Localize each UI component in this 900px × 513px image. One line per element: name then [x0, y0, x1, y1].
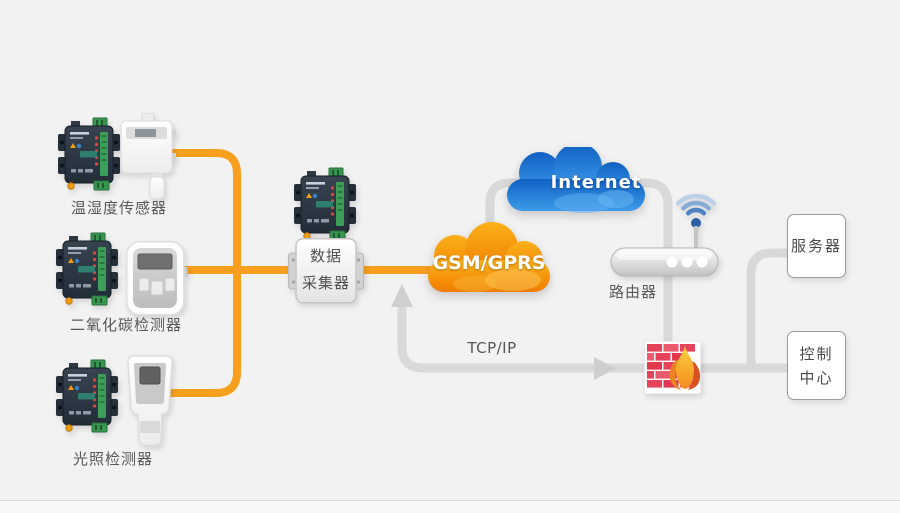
- light-detector-label: 光照检测器: [72, 450, 153, 468]
- control-center-label-line1: 控制: [799, 344, 834, 363]
- dtu-module-1: [58, 117, 120, 191]
- internet-cloud-label: Internet: [550, 172, 642, 193]
- arrow-up-to-gsm-icon: [391, 284, 413, 307]
- cable-temp-sensor: [168, 149, 241, 270]
- dtu-module-3: [56, 359, 118, 433]
- cable-light-sensor: [166, 272, 241, 397]
- data-collector-box: [288, 238, 364, 304]
- data-collector-label-line1: 数据: [309, 247, 342, 265]
- bottom-divider: [0, 500, 900, 513]
- gsm-cloud-label: GSM/GPRS: [432, 252, 546, 274]
- dtu-module-2: [56, 232, 118, 306]
- dtu-module-4: [294, 167, 356, 241]
- tcpip-label: TCP/IP: [467, 339, 517, 357]
- gsm-cloud-icon: [425, 220, 553, 294]
- internet-cloud-icon: [504, 147, 648, 213]
- arrow-right-to-firewall-icon: [594, 357, 616, 380]
- temp-humidity-sensor-label: 温湿度传感器: [70, 199, 167, 217]
- light-detector-icon: [126, 355, 178, 447]
- co2-detector-icon: [126, 241, 188, 319]
- firewall-icon: [644, 341, 706, 397]
- control-center-box: 控制 中心: [787, 331, 846, 400]
- server-box: 服务器: [787, 214, 846, 278]
- data-collector-label: 数据 采集器: [288, 243, 364, 297]
- temp-humidity-sensor-icon: [120, 113, 178, 201]
- line-server-branch: [746, 248, 787, 368]
- server-label: 服务器: [790, 237, 842, 255]
- router-label: 路由器: [608, 283, 657, 301]
- data-collector-label-line2: 采集器: [301, 274, 350, 292]
- control-center-label-line2: 中心: [799, 368, 834, 387]
- flame-icon: [669, 345, 701, 390]
- router-icon: [606, 190, 726, 280]
- wifi-icon: [676, 193, 716, 228]
- line-tcpip: [397, 301, 787, 373]
- co2-detector-label: 二氧化碳检测器: [69, 316, 182, 334]
